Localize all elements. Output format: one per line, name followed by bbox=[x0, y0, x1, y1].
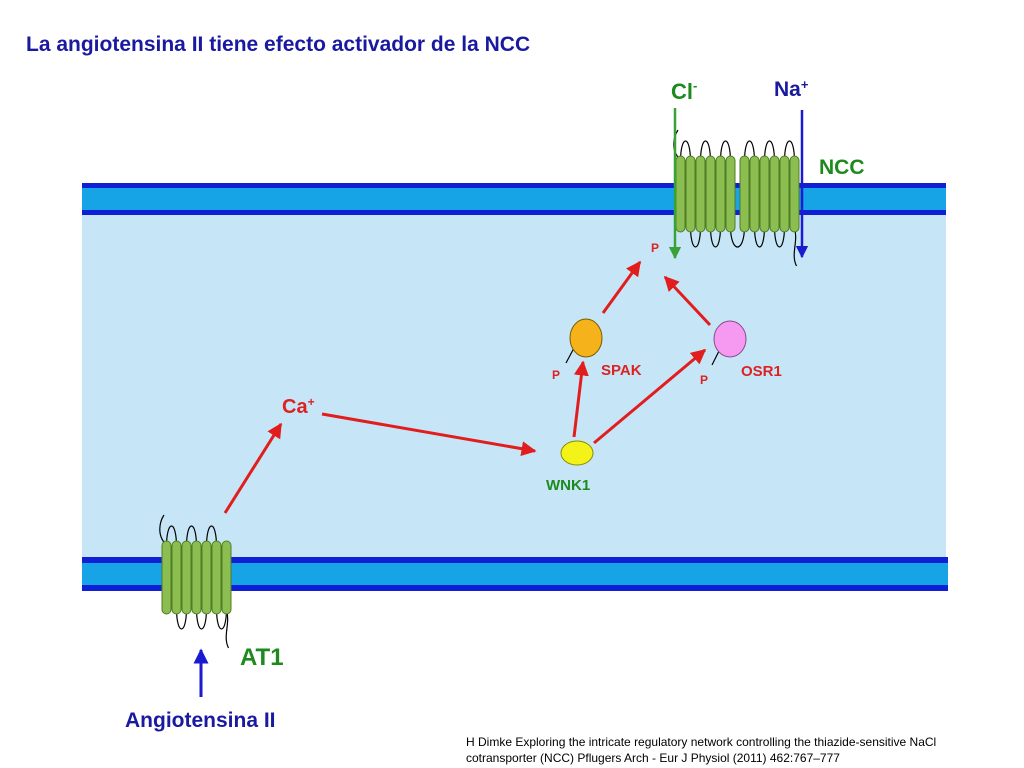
ncc-loop bbox=[679, 140, 692, 163]
at1-to-ca-arrow bbox=[223, 422, 283, 514]
at1-helix bbox=[171, 540, 182, 615]
calcium-label: Ca+ bbox=[282, 395, 315, 418]
at1-helix bbox=[201, 540, 212, 615]
angiotensin-label: Angiotensina II bbox=[125, 709, 276, 732]
ncc-helix bbox=[725, 155, 736, 233]
bottom-membrane bbox=[82, 557, 948, 591]
ncc-helix bbox=[695, 155, 706, 233]
spak-kinase bbox=[569, 318, 603, 358]
ncc-loop bbox=[763, 140, 776, 163]
ncc-helix bbox=[705, 155, 716, 233]
spak-to-ncc-arrow bbox=[601, 260, 642, 314]
reference-line-2: cotransporter (NCC) Pflugers Arch - Eur … bbox=[466, 751, 840, 765]
ncc-loop bbox=[689, 225, 702, 248]
ncc-loop bbox=[753, 225, 766, 248]
at1-helix bbox=[161, 540, 172, 615]
chloride-label: Cl- bbox=[671, 78, 697, 104]
at1-helix bbox=[181, 540, 192, 615]
at1-helix bbox=[221, 540, 232, 615]
ncc-helix bbox=[685, 155, 696, 233]
ncc-helix bbox=[789, 155, 800, 233]
wnk1-label: WNK1 bbox=[546, 477, 590, 494]
spak-label: SPAK bbox=[601, 362, 642, 379]
wnk1-to-osr1-arrow bbox=[593, 348, 707, 445]
at1-helix bbox=[211, 540, 222, 615]
osr1-phospho-label: P bbox=[700, 373, 708, 387]
ncc-helix bbox=[739, 155, 750, 233]
ncc-loop bbox=[743, 140, 756, 163]
slide-title: La angiotensina II tiene efecto activado… bbox=[26, 33, 530, 56]
ncc-loop bbox=[729, 225, 746, 248]
ncc-helix bbox=[715, 155, 726, 233]
spak-phospho-stem bbox=[565, 347, 575, 364]
wnk1-kinase bbox=[560, 440, 594, 466]
ncc-label: NCC bbox=[819, 156, 865, 179]
at1-loop bbox=[195, 607, 208, 630]
ncc-helix bbox=[675, 155, 686, 233]
osr1-label: OSR1 bbox=[741, 363, 782, 380]
at1-label: AT1 bbox=[240, 644, 284, 671]
at1-receptor bbox=[159, 514, 232, 649]
osr1-phospho-stem bbox=[711, 350, 720, 366]
sodium-label: Na+ bbox=[774, 77, 809, 101]
ncc-helix bbox=[779, 155, 790, 233]
ncc-helix bbox=[759, 155, 770, 233]
at1-loop bbox=[215, 607, 228, 630]
ncc-helix bbox=[769, 155, 780, 233]
at1-loop bbox=[185, 525, 198, 548]
ncc-transporter bbox=[673, 129, 800, 267]
ca-to-wnk1-arrow bbox=[321, 412, 537, 457]
ncc-loop bbox=[709, 225, 722, 248]
ncc-helix bbox=[749, 155, 760, 233]
at1-loop bbox=[165, 525, 178, 548]
ncc-loop bbox=[699, 140, 712, 163]
cytoplasm bbox=[82, 213, 946, 566]
osr1-kinase bbox=[713, 320, 747, 358]
top-membrane bbox=[82, 183, 946, 215]
ncc-loop bbox=[719, 140, 732, 163]
at1-helix bbox=[191, 540, 202, 615]
osr1-to-ncc-arrow bbox=[663, 275, 712, 327]
ncc-phospho-label: P bbox=[651, 241, 659, 255]
at1-loop bbox=[205, 525, 218, 548]
at1-loop bbox=[175, 607, 188, 630]
reference-line-1: H Dimke Exploring the intricate regulato… bbox=[466, 735, 936, 749]
ncc-loop bbox=[783, 140, 796, 163]
wnk1-to-spak-arrow bbox=[572, 360, 589, 438]
ncc-loop bbox=[773, 225, 786, 248]
spak-phospho-label: P bbox=[552, 368, 560, 382]
